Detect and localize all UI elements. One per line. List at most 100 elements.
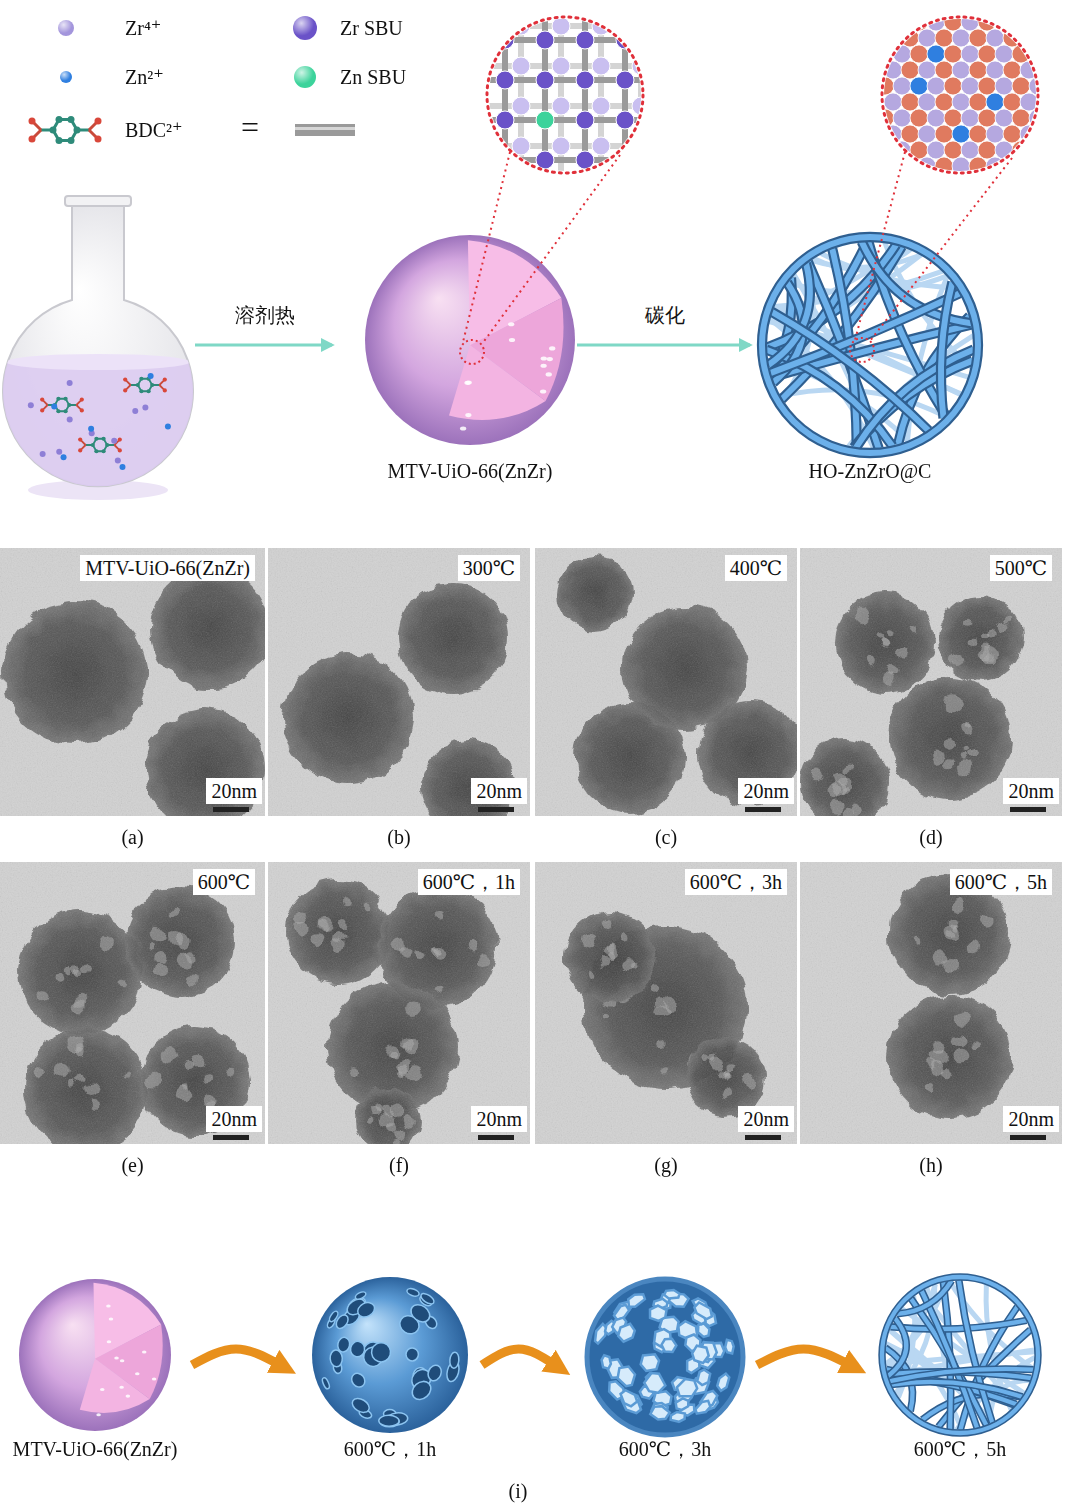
flask <box>0 196 332 502</box>
flask <box>61 454 67 460</box>
lattice-zoom <box>496 151 514 169</box>
porous-ball <box>449 1352 459 1369</box>
legend-swatch <box>294 66 316 88</box>
figure-node: 600℃，5h <box>870 1270 1050 1465</box>
edge-label: 碳化 <box>642 302 688 328</box>
legend-art <box>295 124 355 136</box>
synthesis-scheme <box>365 0 1055 453</box>
bdc-molecule <box>56 409 60 413</box>
evolution-scheme <box>19 1277 1038 1435</box>
flask <box>67 380 73 386</box>
mesh-ball <box>725 1340 733 1354</box>
mof-sphere <box>465 413 471 417</box>
lattice-zoom <box>536 111 554 129</box>
oxide-zoom <box>893 77 911 95</box>
tem-image <box>800 548 1062 816</box>
bdc-molecule <box>118 448 122 452</box>
lattice-zoom <box>632 17 650 35</box>
panel-label: 500℃ <box>990 555 1052 581</box>
oxide-zoom <box>961 109 979 127</box>
mof-sphere <box>109 1317 114 1320</box>
mesh-ball <box>587 1279 743 1435</box>
tem-image <box>213 1135 249 1140</box>
oxide-zoom <box>995 45 1013 63</box>
tem-image <box>535 862 797 1144</box>
figure-label: 600℃，3h <box>619 1436 711 1462</box>
legend-art <box>29 116 356 144</box>
oxide-zoom <box>969 93 987 111</box>
reaction-arrow <box>577 344 750 347</box>
porous-ball <box>369 1340 393 1364</box>
oxide-zoom <box>884 157 902 175</box>
flask <box>67 417 73 423</box>
figure-label: 600℃，1h <box>344 1436 436 1462</box>
lattice-zoom <box>616 71 634 89</box>
oxide-zoom <box>978 45 996 63</box>
mof-sphere <box>540 364 546 368</box>
figure-label: MTV-UiO-66(ZnZr) <box>13 1436 178 1462</box>
oxide-zoom <box>893 13 911 31</box>
carbon-cage <box>941 282 952 418</box>
tem-image <box>268 548 530 816</box>
oxide-zoom <box>1003 125 1021 143</box>
figure-node: HO-ZnZrO@C <box>755 230 985 485</box>
oxide-zoom <box>1029 45 1047 63</box>
lattice-zoom <box>576 151 594 169</box>
flask <box>148 373 154 379</box>
legend-swatch <box>60 71 72 83</box>
tem-panel: 600℃，3h20nm(g) <box>535 862 797 1144</box>
oxide-zoom <box>935 93 953 111</box>
bdc-molecule <box>91 443 95 447</box>
oxide-zoom <box>1003 61 1021 79</box>
oxide-zoom <box>969 29 987 47</box>
lattice-zoom <box>576 31 594 49</box>
lattice-zoom <box>616 151 634 169</box>
oxide-zoom <box>901 93 919 111</box>
bdc-molecule <box>68 137 75 144</box>
oxide-zoom <box>893 141 911 159</box>
scale-label: 20nm <box>206 1106 262 1132</box>
bdc-molecule <box>29 118 36 125</box>
bdc-molecule <box>78 437 122 454</box>
process-arrow <box>482 1349 555 1365</box>
bdc-molecule <box>53 120 77 141</box>
tem-image <box>0 548 265 816</box>
carbon-cage <box>890 1369 1034 1381</box>
lattice-zoom <box>502 0 508 190</box>
tem-image <box>535 862 797 1144</box>
lattice-zoom <box>576 71 594 89</box>
tem-image <box>1010 1135 1046 1140</box>
tem-image <box>213 807 249 812</box>
legend-swatch <box>293 16 317 40</box>
oxide-zoom <box>978 141 996 159</box>
figure-node: MTV-UiO-66(ZnZr) <box>0 1270 190 1465</box>
bdc-molecule <box>78 438 82 442</box>
mof-sphere <box>546 372 552 376</box>
carbon-cage <box>891 1382 1022 1397</box>
tem-image <box>478 1135 514 1140</box>
tem-image <box>268 548 530 816</box>
lattice-zoom <box>552 97 570 115</box>
mesh-ball <box>662 1339 677 1352</box>
lattice-zoom <box>592 57 610 75</box>
oxide-zoom <box>986 29 1004 47</box>
lattice-zoom <box>463 152 510 342</box>
bdc-molecule <box>136 383 140 387</box>
scale-label: 20nm <box>738 778 794 804</box>
porous-ball <box>406 1287 420 1297</box>
lattice-zoom <box>463 0 660 344</box>
tem-image <box>800 548 1062 816</box>
oxide-zoom <box>952 29 970 47</box>
oxide-zoom <box>944 109 962 127</box>
oxide-zoom <box>901 61 919 79</box>
oxide-zoom <box>1029 77 1047 95</box>
bdc-molecule <box>163 378 167 382</box>
bdc-molecule <box>139 389 143 393</box>
lattice-zoom <box>622 0 628 190</box>
oxide-zoom <box>910 45 928 63</box>
tem-image <box>800 862 1062 1144</box>
flask <box>28 402 34 408</box>
oxide-zoom <box>1037 125 1055 143</box>
mof-sphere <box>365 235 575 445</box>
tem-image <box>535 548 797 816</box>
